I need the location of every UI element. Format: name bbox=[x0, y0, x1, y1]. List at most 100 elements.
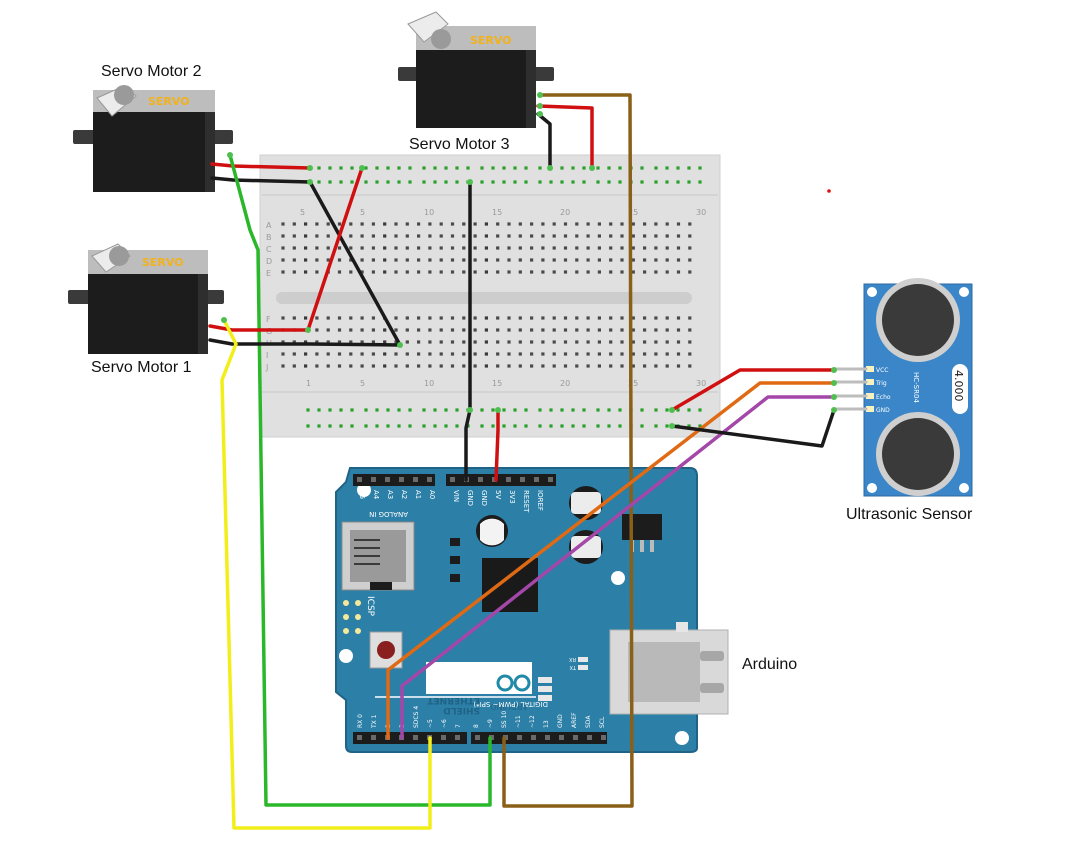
breadboard-hole bbox=[530, 316, 534, 320]
breadboard-hole bbox=[518, 352, 522, 356]
breadboard-hole bbox=[502, 424, 506, 428]
tx-led bbox=[578, 665, 588, 670]
breadboard-hole bbox=[563, 234, 568, 238]
breadboard-hole bbox=[315, 340, 319, 344]
breadboard-hole bbox=[688, 270, 692, 274]
breadboard-hole bbox=[496, 222, 500, 226]
breadboard-hole bbox=[337, 270, 342, 274]
breadboard-hole bbox=[507, 234, 511, 238]
wire-servo2-signal bbox=[228, 153, 492, 807]
breadboard-hole bbox=[541, 222, 545, 226]
breadboard-hole bbox=[541, 340, 545, 344]
breadboard-hole bbox=[698, 166, 702, 170]
breadboard-hole bbox=[417, 364, 421, 368]
breadboard-hole bbox=[339, 408, 343, 412]
breadboard-hole bbox=[665, 424, 669, 428]
breadboard-hole bbox=[654, 234, 658, 238]
breadboard-hole bbox=[676, 408, 680, 412]
servo-body bbox=[93, 106, 215, 192]
breadboard-hole bbox=[563, 246, 568, 250]
breadboard-hole bbox=[450, 258, 455, 262]
breadboard-hole bbox=[582, 424, 586, 428]
breadboard-hole bbox=[326, 246, 330, 250]
servo-brand-text: SERVO bbox=[142, 256, 184, 269]
servo-body bbox=[416, 42, 536, 128]
reset-button-cap[interactable] bbox=[377, 641, 395, 659]
breadboard-hole bbox=[552, 340, 556, 344]
breadboard-hole bbox=[371, 258, 375, 262]
breadboard-hole bbox=[405, 340, 409, 344]
breadboard-hole bbox=[405, 316, 409, 320]
breadboard-hole bbox=[575, 364, 579, 368]
breadboard-hole bbox=[631, 352, 635, 356]
breadboard-hole bbox=[596, 180, 600, 184]
pin-label-a0: A0 bbox=[428, 490, 436, 499]
breadboard-hole bbox=[473, 316, 477, 320]
breadboard-hole bbox=[349, 340, 353, 344]
breadboard-hole bbox=[552, 352, 556, 356]
breadboard-hole bbox=[643, 340, 647, 344]
breadboard-hole bbox=[428, 364, 432, 368]
breadboard-hole bbox=[491, 180, 495, 184]
breadboard-col-label: 30 bbox=[696, 208, 706, 217]
breadboard-hole bbox=[450, 316, 455, 320]
breadboard-hole bbox=[620, 328, 624, 332]
breadboard-hole bbox=[417, 328, 421, 332]
breadboard-hole bbox=[530, 246, 534, 250]
breadboard-hole bbox=[484, 340, 488, 344]
breadboard-hole bbox=[337, 258, 342, 262]
breadboard: 5 5 10 15 20 25 30 1 5 10 15 20 25 30 A … bbox=[259, 154, 721, 438]
breadboard-hole bbox=[480, 166, 484, 170]
breadboard-hole bbox=[640, 180, 644, 184]
breadboard-hole bbox=[473, 222, 477, 226]
breadboard-hole bbox=[444, 408, 448, 412]
breadboard-hole bbox=[530, 258, 534, 262]
breadboard-hole bbox=[328, 424, 332, 428]
header-pin bbox=[450, 477, 455, 482]
breadboard-hole bbox=[339, 424, 343, 428]
header-pin bbox=[357, 477, 362, 482]
breadboard-hole bbox=[439, 270, 443, 274]
breadboard-hole bbox=[375, 408, 379, 412]
breadboard-hole bbox=[292, 352, 296, 356]
breadboard-hole bbox=[582, 180, 586, 184]
breadboard-hole bbox=[597, 222, 601, 226]
pin-label-trig: Trig bbox=[875, 380, 887, 387]
breadboard-hole bbox=[292, 316, 296, 320]
breadboard-hole bbox=[383, 328, 387, 332]
breadboard-hole bbox=[417, 352, 421, 356]
breadboard-hole bbox=[643, 352, 647, 356]
breadboard-hole bbox=[306, 424, 310, 428]
breadboard-hole bbox=[676, 246, 681, 250]
breadboard-hole bbox=[317, 166, 321, 170]
breadboard-center-channel bbox=[276, 292, 692, 304]
breadboard-hole bbox=[496, 340, 500, 344]
header-pin bbox=[385, 477, 390, 482]
breadboard-hole bbox=[496, 364, 500, 368]
breadboard-hole bbox=[417, 316, 421, 320]
breadboard-col-label: 5 bbox=[360, 208, 365, 217]
breadboard-hole bbox=[433, 166, 437, 170]
header-pin bbox=[520, 477, 525, 482]
breadboard-hole bbox=[317, 408, 321, 412]
breadboard-hole bbox=[560, 180, 564, 184]
breadboard-hole bbox=[360, 316, 364, 320]
breadboard-hole bbox=[484, 246, 488, 250]
breadboard-hole bbox=[620, 246, 624, 250]
breadboard-hole bbox=[687, 180, 691, 184]
breadboard-hole bbox=[337, 328, 342, 332]
breadboard-hole bbox=[422, 424, 426, 428]
breadboard-hole bbox=[541, 328, 545, 332]
ultrasonic-sensor: 4.000 HC-SR04 VCC Trig Echo GND bbox=[863, 278, 973, 497]
servo-brand-text: SERVO bbox=[148, 95, 190, 108]
breadboard-hole bbox=[315, 258, 319, 262]
pin-label-vcc: VCC bbox=[876, 367, 888, 374]
breadboard-hole bbox=[541, 316, 545, 320]
breadboard-col-label: 15 bbox=[492, 379, 502, 388]
breadboard-hole bbox=[513, 180, 517, 184]
breadboard-hole bbox=[609, 352, 613, 356]
breadboard-hole bbox=[496, 352, 500, 356]
breadboard-hole bbox=[397, 166, 401, 170]
breadboard-hole bbox=[304, 234, 308, 238]
breadboard-hole bbox=[484, 234, 488, 238]
